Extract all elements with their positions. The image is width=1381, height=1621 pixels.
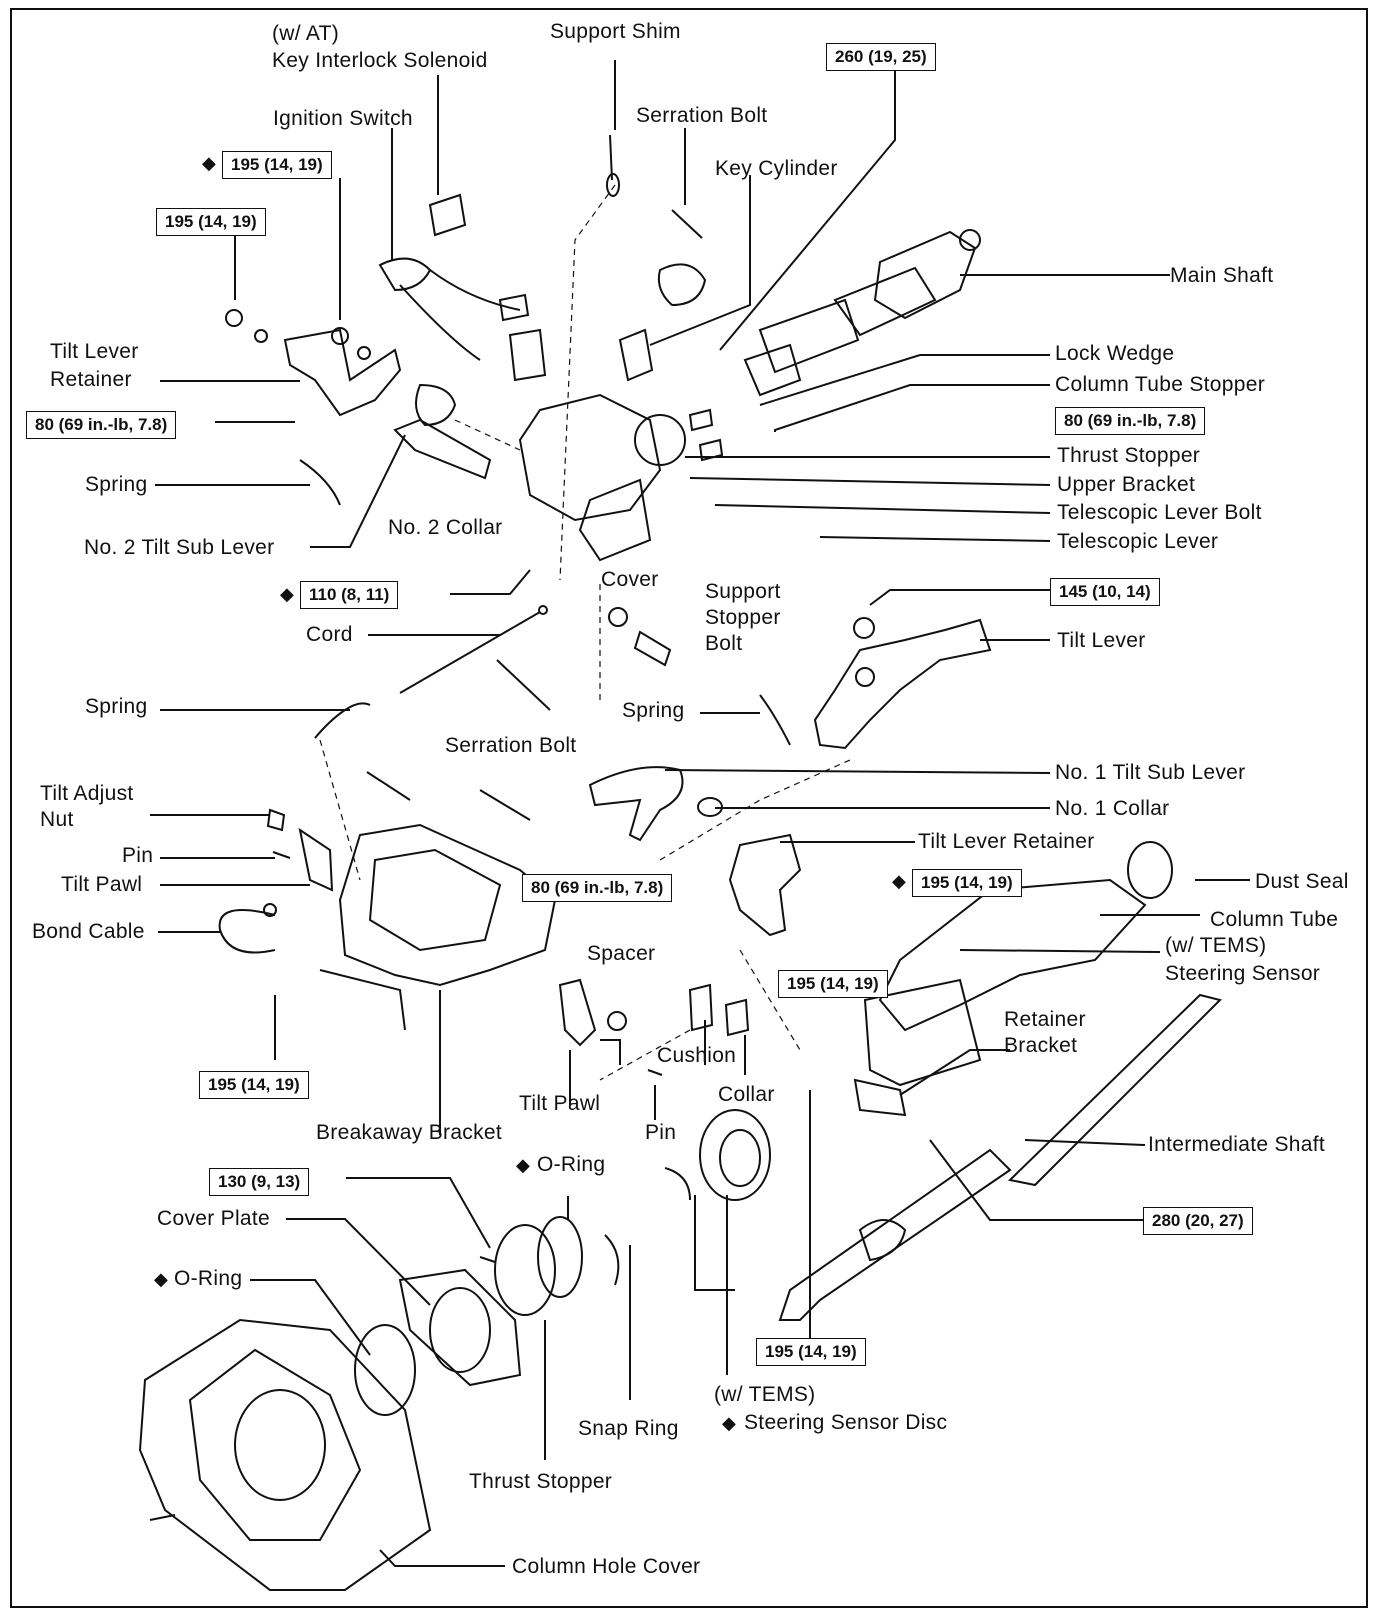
- label-spring-upper: Spring: [85, 473, 148, 496]
- diamond-icon: ◆: [280, 584, 294, 604]
- label-key-interlock-solenoid: Key Interlock Solenoid: [272, 49, 488, 72]
- label-cushion: Cushion: [657, 1044, 737, 1067]
- label-telescopic-lever-bolt: Telescopic Lever Bolt: [1057, 501, 1262, 524]
- label-tilt-lever-retainer-left-line2: Retainer: [50, 368, 132, 391]
- label-support-stopper-bolt-line3: Bolt: [705, 632, 743, 655]
- label-retainer-bracket-line2: Bracket: [1004, 1034, 1078, 1057]
- label-w-tems-disc: (w/ TEMS): [714, 1383, 816, 1406]
- diamond-icon: ◆: [154, 1269, 168, 1289]
- diamond-icon: ◆: [516, 1155, 530, 1175]
- label-tilt-adjust-nut-line2: Nut: [40, 808, 74, 831]
- torque-spec-195-mid: 195 (14, 19): [778, 970, 888, 998]
- label-o-ring-top: O-Ring: [537, 1153, 606, 1176]
- label-snap-ring: Snap Ring: [578, 1417, 679, 1440]
- diamond-icon: ◆: [722, 1413, 736, 1433]
- label-serration-bolt-mid: Serration Bolt: [445, 734, 577, 757]
- label-column-tube-stopper: Column Tube Stopper: [1055, 373, 1265, 396]
- label-steering-sensor: Steering Sensor: [1165, 962, 1321, 985]
- label-telescopic-lever: Telescopic Lever: [1057, 530, 1219, 553]
- label-thrust-stopper-bottom: Thrust Stopper: [469, 1470, 613, 1493]
- diamond-icon: ◆: [202, 153, 216, 173]
- label-intermediate-shaft: Intermediate Shaft: [1148, 1133, 1325, 1156]
- diagram-frame: [10, 8, 1368, 1608]
- torque-spec-195-ignition: 195 (14, 19): [222, 151, 332, 179]
- torque-spec-80-right: 80 (69 in.-lb, 7.8): [1055, 407, 1206, 435]
- label-tilt-pawl-left: Tilt Pawl: [61, 873, 143, 896]
- label-column-hole-cover: Column Hole Cover: [512, 1555, 701, 1578]
- label-pin-bottom: Pin: [645, 1121, 677, 1144]
- label-dust-seal: Dust Seal: [1255, 870, 1349, 893]
- label-spring-mid-right: Spring: [622, 699, 685, 722]
- label-breakaway-bracket: Breakaway Bracket: [316, 1121, 503, 1144]
- label-retainer-bracket-line1: Retainer: [1004, 1008, 1086, 1031]
- torque-spec-145: 145 (10, 14): [1050, 578, 1160, 606]
- label-key-cylinder: Key Cylinder: [715, 157, 838, 180]
- torque-spec-280: 280 (20, 27): [1143, 1207, 1253, 1235]
- label-cover-plate: Cover Plate: [157, 1207, 271, 1230]
- torque-spec-195-shaft: 195 (14, 19): [756, 1338, 866, 1366]
- label-tilt-lever: Tilt Lever: [1057, 629, 1146, 652]
- torque-spec-195-nut: 195 (14, 19): [156, 208, 266, 236]
- label-lock-wedge: Lock Wedge: [1055, 342, 1175, 365]
- label-collar: Collar: [718, 1083, 775, 1106]
- label-column-tube: Column Tube: [1210, 908, 1339, 931]
- label-support-stopper-bolt-line1: Support: [705, 580, 781, 603]
- label-pin-left: Pin: [122, 844, 154, 867]
- label-no2-tilt-sub-lever: No. 2 Tilt Sub Lever: [84, 536, 275, 559]
- label-upper-bracket: Upper Bracket: [1057, 473, 1196, 496]
- label-spacer: Spacer: [587, 942, 656, 965]
- label-support-stopper-bolt-line2: Stopper: [705, 606, 781, 629]
- label-ignition-switch: Ignition Switch: [273, 107, 413, 130]
- torque-spec-260: 260 (19, 25): [826, 43, 936, 71]
- label-no1-tilt-sub-lever: No. 1 Tilt Sub Lever: [1055, 761, 1246, 784]
- label-tilt-lever-retainer-left-line1: Tilt Lever: [50, 340, 139, 363]
- label-tilt-lever-retainer-right: Tilt Lever Retainer: [918, 830, 1095, 853]
- label-steering-sensor-disc: Steering Sensor Disc: [744, 1411, 948, 1434]
- label-serration-bolt-top: Serration Bolt: [636, 104, 768, 127]
- label-o-ring-left: O-Ring: [174, 1267, 243, 1290]
- label-tilt-pawl-bottom: Tilt Pawl: [519, 1092, 601, 1115]
- torque-spec-195-retainer: 195 (14, 19): [912, 869, 1022, 897]
- label-no1-collar: No. 1 Collar: [1055, 797, 1170, 820]
- torque-spec-110: 110 (8, 11): [300, 581, 399, 609]
- torque-spec-195-breakaway: 195 (14, 19): [199, 1071, 309, 1099]
- torque-spec-80-left: 80 (69 in.-lb, 7.8): [26, 411, 177, 439]
- torque-spec-130: 130 (9, 13): [209, 1168, 310, 1196]
- label-main-shaft: Main Shaft: [1170, 264, 1274, 287]
- torque-spec-80-mid: 80 (69 in.-lb, 7.8): [522, 874, 673, 902]
- label-w-tems-sensor: (w/ TEMS): [1165, 934, 1267, 957]
- label-thrust-stopper-top: Thrust Stopper: [1057, 444, 1201, 467]
- label-w-at: (w/ AT): [272, 22, 340, 45]
- label-support-shim: Support Shim: [550, 20, 681, 43]
- label-cord: Cord: [306, 623, 353, 646]
- diamond-icon: ◆: [892, 871, 906, 891]
- label-cover: Cover: [601, 568, 659, 591]
- label-tilt-adjust-nut-line1: Tilt Adjust: [40, 782, 134, 805]
- label-spring-mid-left: Spring: [85, 695, 148, 718]
- label-no2-collar: No. 2 Collar: [388, 516, 503, 539]
- label-bond-cable: Bond Cable: [32, 920, 145, 943]
